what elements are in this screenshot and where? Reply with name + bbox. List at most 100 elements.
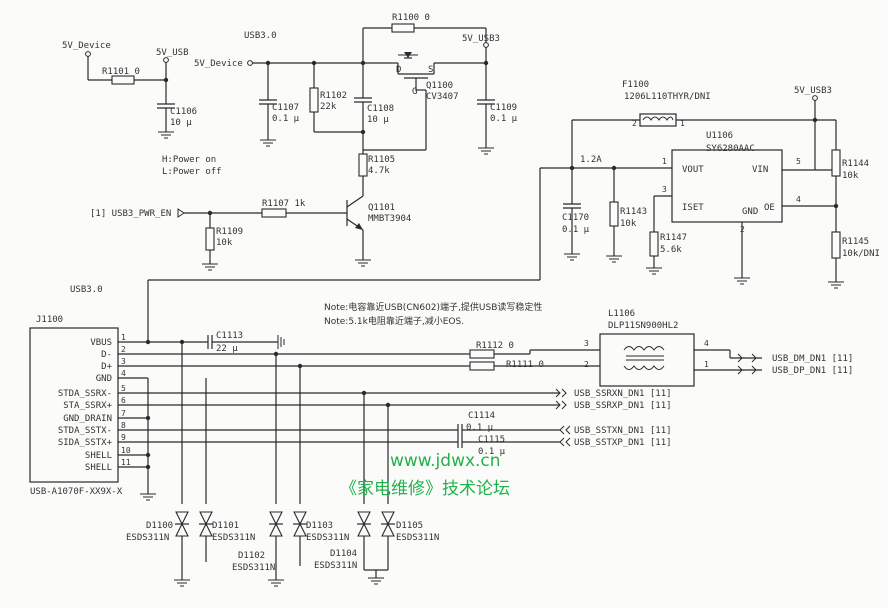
q1100-d: D [396, 65, 401, 75]
out-ssrxp: USB_SSRXP_DN1 [11] [574, 401, 672, 411]
d1101-type: ESDS311N [212, 533, 255, 543]
current-limit-label: 1.2A [580, 155, 602, 165]
out-ssrxn: USB_SSRXN_DN1 [11] [574, 389, 672, 399]
r1102-ref: R1102 [320, 91, 347, 101]
c1170-ref: C1170 [562, 213, 589, 223]
labels: 5V_Device 5V_USB 5V_Device USB3.0 5V_USB… [30, 13, 880, 573]
connector-pin-number: 7 [121, 409, 126, 418]
u1106-pin-vout: 1 [662, 157, 667, 166]
r1143-resistor [609, 201, 619, 227]
connector-pin-number: 10 [121, 446, 131, 455]
u1106-vout: VOUT [682, 165, 704, 175]
u1106-pin-iset: 3 [662, 185, 667, 194]
l1106-pin3: 3 [584, 339, 589, 348]
connector-pin-name: GND [96, 374, 112, 384]
r1105-resistor [358, 153, 368, 177]
connector-pin-number: 8 [121, 421, 126, 430]
c1113-val: 22 μ [216, 344, 238, 354]
c1106-ref: C1106 [170, 107, 197, 117]
q1100-s: S [428, 65, 433, 75]
u1106-pin-gnd: 2 [740, 225, 745, 234]
r1109-resistor [205, 227, 215, 251]
connector-pin-number: 5 [121, 384, 126, 393]
net-5v-device-flag [85, 51, 91, 57]
r1109-val: 10k [216, 238, 233, 248]
d1102-type: ESDS311N [232, 563, 275, 573]
f1100-pin2: 2 [632, 119, 637, 128]
d1105-ref: D1105 [396, 521, 423, 531]
connector-pin-name: D- [101, 350, 112, 360]
c1109-val: 0.1 μ [490, 114, 518, 124]
c1107-val: 0.1 μ [272, 114, 300, 124]
c1113-ref: C1113 [216, 331, 243, 341]
r1144-ref: R1144 [842, 159, 869, 169]
q1101-ref: Q1101 [368, 203, 395, 213]
d1104-type: ESDS311N [314, 561, 357, 571]
r1144-resistor [831, 149, 841, 177]
r1101-section [85, 51, 175, 139]
r1112-resistor [469, 349, 495, 359]
r1102-val: 22k [320, 102, 337, 112]
r1143-ref: R1143 [620, 207, 647, 217]
r1145-val: 10k/DNI [842, 249, 880, 259]
c1107-ref: C1107 [272, 103, 299, 113]
c1106-val: 10 μ [170, 118, 192, 128]
q1100-mosfet [392, 52, 435, 150]
power-off-note: L:Power off [162, 167, 222, 177]
d1105-type: ESDS311N [396, 533, 439, 543]
u1106-iset: ISET [682, 203, 704, 213]
r1111-resistor [469, 361, 495, 371]
q1100-g: G [412, 87, 417, 97]
connector-pin-number: 4 [121, 369, 126, 378]
l1106-pin2: 2 [584, 360, 589, 369]
u1106-val: SY6280AAC [706, 144, 755, 154]
r1101-label: R1101 0 [102, 67, 140, 77]
l1106-pin1: 1 [704, 360, 709, 369]
connector-pin-name: GND_DRAIN [63, 414, 112, 424]
c1114-val: 0.1 μ [466, 423, 494, 433]
d1101-ref: D1101 [212, 521, 239, 531]
q1100-ref: Q1100 [426, 81, 453, 91]
connector-pin-number: 11 [121, 458, 131, 467]
net-5v-usb3-label: 5V_USB3 [462, 34, 500, 44]
connector-pin-name: STA_SSRX+ [63, 401, 112, 411]
connector-pin-name: STDA_SSTX- [58, 426, 112, 436]
q1101-transistor [346, 195, 372, 267]
l1106-val: DLP11SN900HL2 [608, 321, 678, 331]
u1106-pin-vin: 5 [796, 157, 801, 166]
out-sstxn: USB_SSTXN_DN1 [11] [574, 426, 672, 436]
esd-array [173, 339, 396, 587]
c1109-ref: C1109 [490, 103, 517, 113]
f1100-val: 1206L110THYR/DNI [624, 92, 711, 102]
connector-pin-number: 3 [121, 357, 126, 366]
c1108-val: 10 μ [367, 115, 389, 125]
r1109-ref: R1109 [216, 227, 243, 237]
watermark-forum: 《家电维修》技术论坛 [340, 479, 510, 499]
data-lines [457, 333, 762, 448]
out-usb-dm: USB_DM_DN1 [11] [772, 354, 853, 364]
net-5v-usb-flag [163, 57, 169, 63]
r1147-val: 5.6k [660, 245, 682, 255]
r1105-ref: R1105 [368, 155, 395, 165]
r1147-resistor [649, 231, 659, 257]
r1143-val: 10k [620, 219, 637, 229]
c1108-ref: C1108 [367, 104, 394, 114]
connector-pin-name: SHELL [85, 463, 112, 473]
u1106-chip [671, 149, 783, 223]
r1100-label: R1100 0 [392, 13, 430, 23]
c1115-val: 0.1 μ [478, 447, 506, 457]
u1106-ref: U1106 [706, 131, 733, 141]
f1100-fuse [639, 113, 677, 127]
r1107-label: R1107 1k [262, 199, 306, 209]
r1100-resistor [391, 23, 415, 33]
u1106-oe: OE [764, 203, 775, 213]
connector-pin-number: 6 [121, 396, 126, 405]
connector-pin-number: 1 [121, 333, 126, 342]
r1147-ref: R1147 [660, 233, 687, 243]
d1103-type: ESDS311N [306, 533, 349, 543]
r1145-ref: R1145 [842, 237, 869, 247]
r1111-label: R1111 0 [506, 360, 544, 370]
q1100-val: CV3407 [426, 92, 459, 102]
